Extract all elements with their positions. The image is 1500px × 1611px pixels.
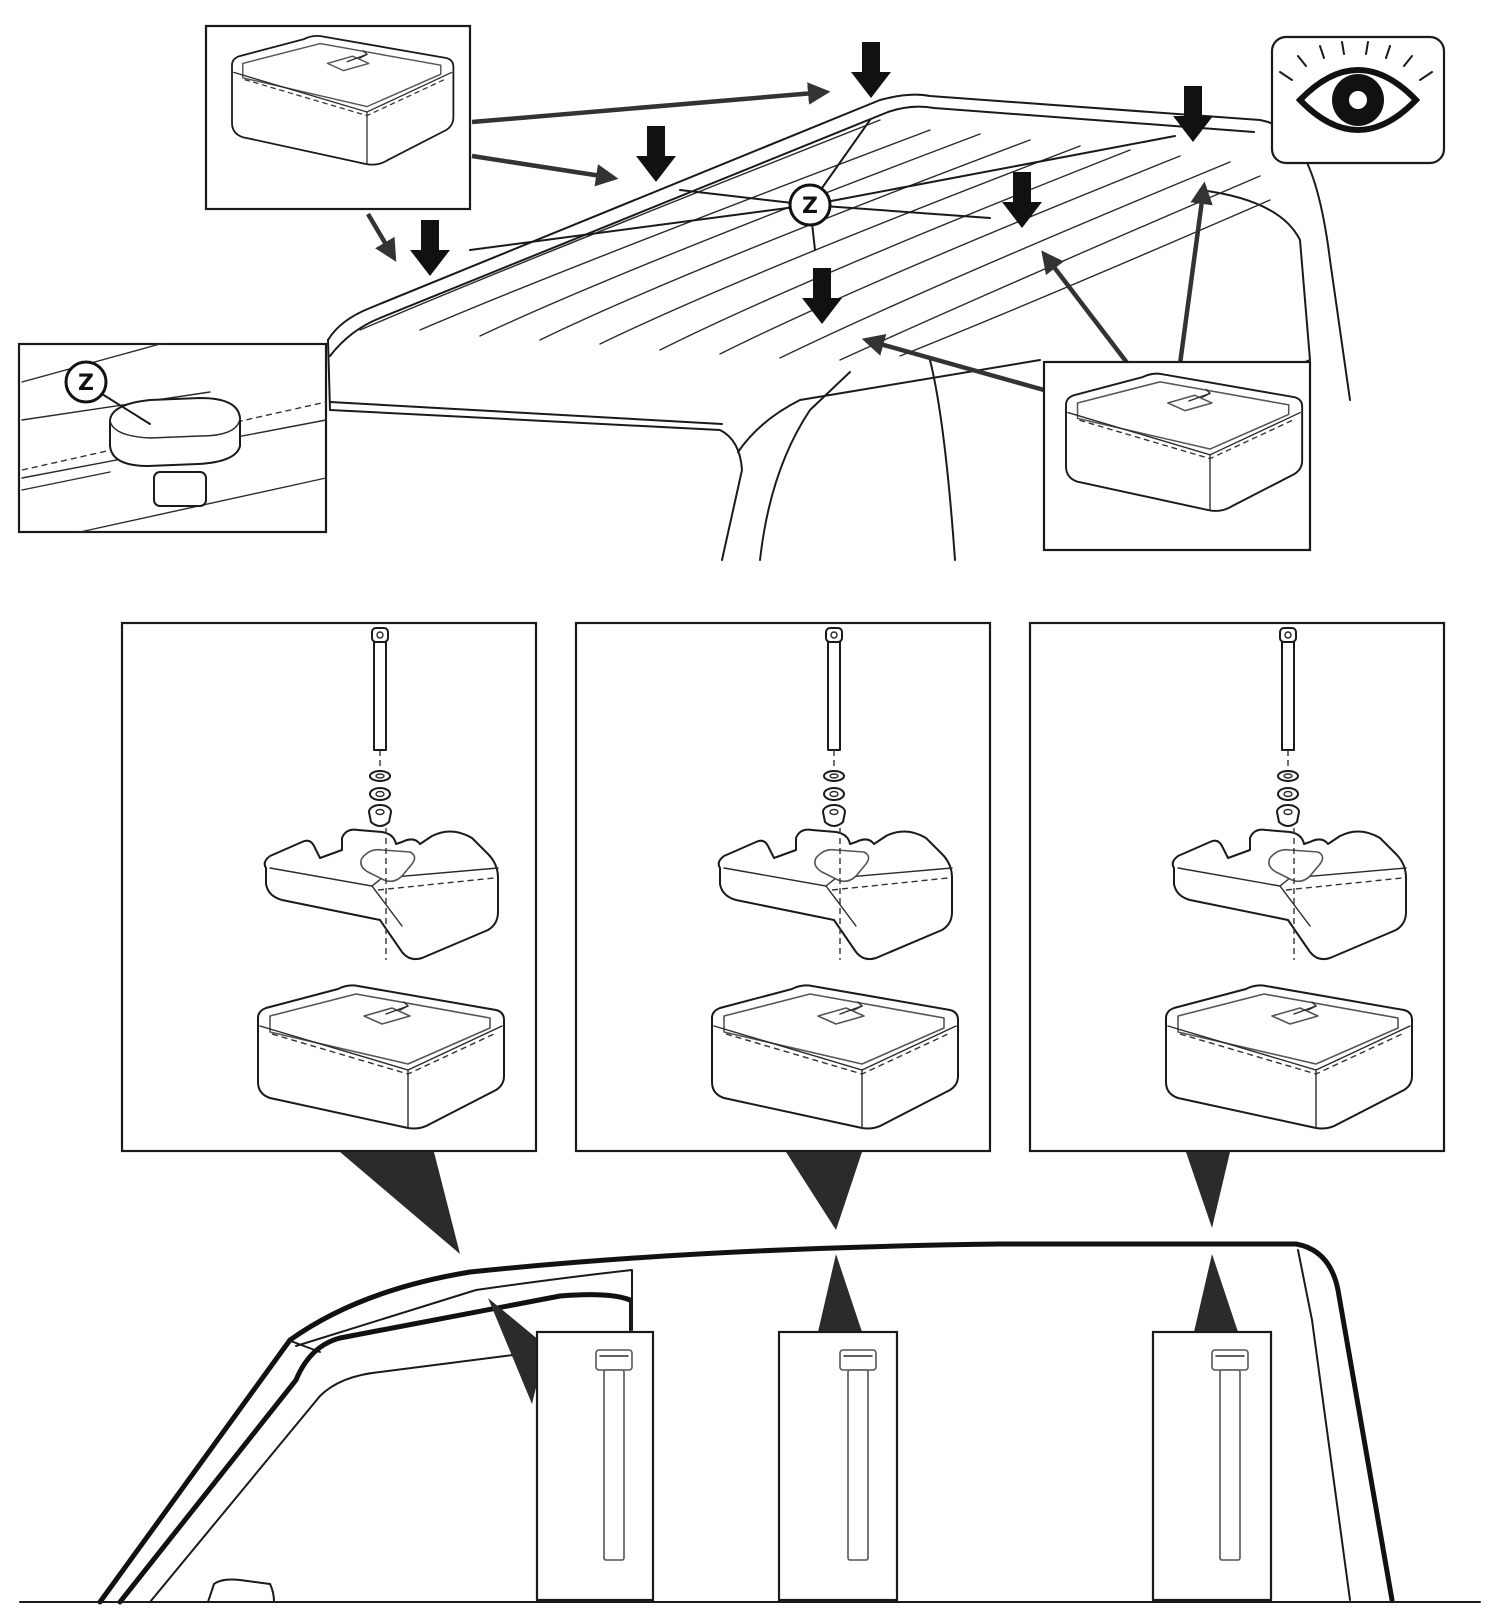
push-down-arrow-icon <box>1002 172 1042 228</box>
z-marker-label: Z <box>802 194 818 219</box>
inset-pad-left <box>204 24 472 211</box>
inset-pad-right <box>1042 360 1312 552</box>
pointer-arrow-icon <box>488 1298 546 1404</box>
roof-scene: Z <box>327 42 1351 561</box>
push-down-arrow-icon <box>802 268 842 324</box>
bolt-callout-2 <box>777 1254 899 1602</box>
pointer-arrow-icon <box>1194 1254 1238 1332</box>
inset-z-knob: Z <box>17 342 328 534</box>
pointer-arrows <box>366 82 1213 393</box>
exploded-assembly-2 <box>574 621 992 1153</box>
car-side-view <box>19 1241 1481 1605</box>
pointer-arrow-icon <box>818 1254 862 1332</box>
push-down-arrow-icon <box>410 220 450 276</box>
bolt-callout-3 <box>1151 1254 1273 1602</box>
eye-icon <box>1270 35 1446 165</box>
z-marker: Z <box>788 183 832 227</box>
pointer-wedges <box>340 1152 1230 1254</box>
push-down-arrows <box>410 42 1213 324</box>
pointer-arrow-icon <box>786 1152 862 1230</box>
exploded-assembly-3 <box>1028 621 1446 1153</box>
bolt-callout-1 <box>488 1298 655 1602</box>
roof-ribs <box>359 119 1271 361</box>
z-callout-label: Z <box>78 371 94 396</box>
push-down-arrow-icon <box>851 42 891 98</box>
pointer-arrow-icon <box>1186 1152 1230 1228</box>
push-down-arrow-icon <box>636 126 676 182</box>
pointer-arrow-icon <box>340 1152 460 1254</box>
exploded-assembly-1 <box>120 621 538 1153</box>
